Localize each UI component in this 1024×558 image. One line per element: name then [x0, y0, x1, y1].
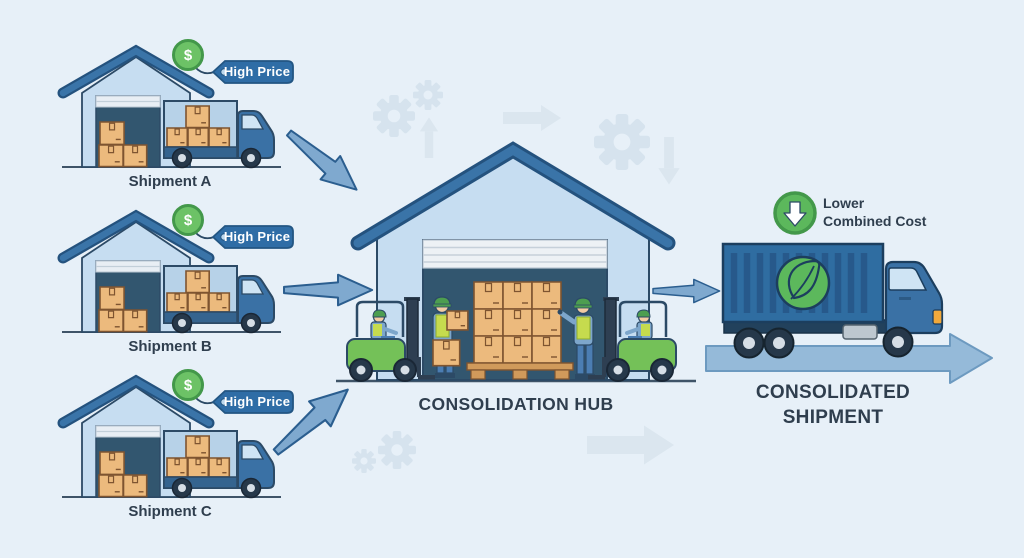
gear-icon [373, 95, 415, 137]
shipment-c-label: Shipment C [128, 503, 212, 520]
shipment-b-graphic [62, 206, 293, 333]
faint-down-arrow-icon [658, 137, 680, 185]
faint-up-arrow-icon [419, 117, 439, 158]
gear-icon [594, 114, 650, 170]
shipment-a-graphic [62, 41, 293, 168]
consolidated-shipment-label: CONSOLIDATED SHIPMENT [755, 382, 911, 429]
badge-line-2: Combined Cost [823, 213, 927, 229]
gear-icon [413, 80, 443, 110]
warehouse-worker [557, 297, 595, 379]
consolidated-shipment-graphic [705, 191, 993, 384]
leaf-icon [775, 255, 831, 311]
price-tag-label: High Price [223, 64, 291, 79]
flow-arrow-a-to-hub [278, 120, 368, 203]
lower-cost-down-arrow-icon [773, 191, 817, 235]
faint-right-arrow-icon [503, 105, 561, 131]
faint-right-arrow-icon [587, 425, 674, 465]
shipment-a-label: Shipment A [128, 173, 212, 190]
dollar-coin-icon: $ [183, 377, 193, 394]
gear-icon [378, 431, 416, 469]
shipment-c-graphic [62, 371, 293, 498]
flow-arrow-hub-to-truck [652, 278, 721, 304]
price-tag-label: High Price [223, 394, 291, 409]
shipment-b-label: Shipment B [128, 338, 212, 355]
pallet-crate-stack [466, 281, 574, 380]
dollar-coin-icon: $ [183, 47, 193, 64]
dollar-coin-icon: $ [183, 212, 193, 229]
warehouse-worker [432, 296, 469, 378]
consolidation-hub-label: CONSOLIDATION HUB [418, 394, 614, 414]
price-tag-label: High Price [223, 229, 291, 244]
consolidation-hub-graphic [336, 141, 696, 383]
flow-arrow-b-to-hub [283, 273, 374, 307]
gear-icon [352, 449, 376, 473]
badge-line-1: Lower [823, 195, 865, 211]
